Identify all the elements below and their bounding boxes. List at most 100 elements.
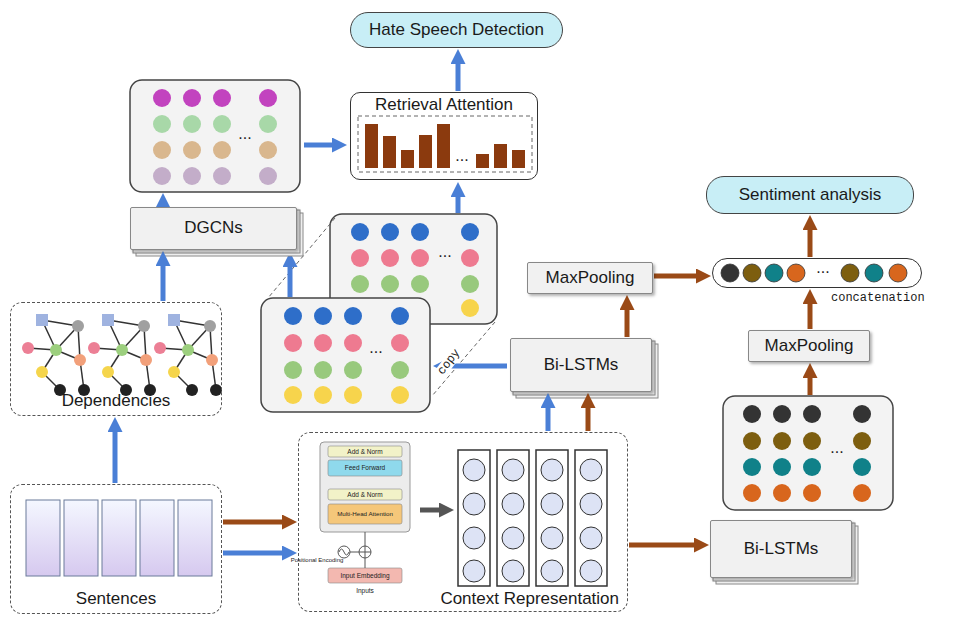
token-vector xyxy=(580,493,602,515)
token-column xyxy=(575,450,607,586)
flow-arrow xyxy=(113,429,118,483)
node-label: Bi-LSTMs xyxy=(544,355,619,375)
vector-dot xyxy=(284,361,302,379)
pooling-box: MaxPooling xyxy=(748,330,870,362)
attention-bar xyxy=(383,136,396,168)
flow-arrow xyxy=(223,520,285,525)
attention-frame xyxy=(358,116,532,172)
dependency-panel: Dependencies xyxy=(10,302,222,416)
vector-dot xyxy=(284,386,302,404)
flow-arrow xyxy=(223,551,285,556)
vector-dot xyxy=(381,249,399,267)
vector-dot xyxy=(314,307,332,325)
node-label: Sentences xyxy=(76,589,156,609)
vector-dot xyxy=(153,89,171,107)
flow-arrow xyxy=(808,227,813,257)
token-vector xyxy=(502,493,524,515)
attention-bar xyxy=(494,144,507,168)
ellipsis: ... xyxy=(238,126,251,142)
flow-arrow xyxy=(161,263,166,301)
vector-dot xyxy=(743,405,761,423)
vector-dot xyxy=(344,386,362,404)
vector-dot xyxy=(259,89,277,107)
flow-arrow xyxy=(420,508,442,513)
vector-dot xyxy=(391,386,409,404)
flow-arrow xyxy=(808,301,813,329)
vector-dot xyxy=(213,115,231,133)
vector-dot xyxy=(259,115,277,133)
token-vector xyxy=(580,527,602,549)
token-vector xyxy=(541,527,563,549)
vector-dot xyxy=(351,275,369,293)
input-panel: Sentences xyxy=(10,484,222,614)
vector-dot xyxy=(391,307,409,325)
vector-dot xyxy=(743,458,761,476)
token-vector xyxy=(541,560,563,582)
vector-dot xyxy=(213,89,231,107)
vector-dot xyxy=(853,484,871,502)
flow-arrow xyxy=(654,274,699,279)
process-box: Bi-LSTMs xyxy=(710,520,852,578)
vector-dot xyxy=(743,484,761,502)
token-column xyxy=(458,450,490,586)
vector-dot xyxy=(351,223,369,241)
vector-dot xyxy=(787,264,805,282)
module-label: Feed Forward xyxy=(345,465,385,472)
vector-dot xyxy=(743,432,761,450)
vector-dot xyxy=(773,432,791,450)
vector-dot xyxy=(259,141,277,159)
node-label: concatenation xyxy=(831,291,925,305)
node-label: Dependencies xyxy=(62,391,171,411)
vector-dot xyxy=(314,386,332,404)
vector-dot xyxy=(153,141,171,159)
attention-bar xyxy=(419,135,432,168)
embedding-matrix xyxy=(261,298,430,412)
attention-bar xyxy=(401,150,414,168)
module-label: Add & Norm xyxy=(347,448,382,455)
context-panel: Context Representation xyxy=(298,432,628,612)
attention-bar xyxy=(437,124,450,168)
vector-dot xyxy=(259,167,277,185)
vector-dot xyxy=(853,432,871,450)
vector-dot xyxy=(381,275,399,293)
output-box: Hate Speech Detection xyxy=(350,12,563,48)
node-label: Hate Speech Detection xyxy=(369,20,544,40)
token-vector xyxy=(502,459,524,481)
pooling-box: MaxPooling xyxy=(527,262,653,294)
flow-arrow xyxy=(625,307,630,337)
vector-dot xyxy=(391,334,409,352)
vector-dot xyxy=(284,334,302,352)
sentence-column xyxy=(140,500,174,576)
flow-arrow xyxy=(456,194,461,213)
ellipsis: ... xyxy=(369,340,382,356)
vector-dot xyxy=(841,264,859,282)
vector-dot xyxy=(344,307,362,325)
token-vector xyxy=(580,560,602,582)
copy-label: copy xyxy=(435,346,463,378)
vector-dot xyxy=(153,115,171,133)
vector-dot xyxy=(765,264,783,282)
flow-arrow xyxy=(546,405,551,431)
node-label: Retrieval Attention xyxy=(375,95,513,115)
vector-dot xyxy=(743,264,761,282)
vector-dot xyxy=(411,275,429,293)
vector-dot xyxy=(803,484,821,502)
dependency-tree xyxy=(154,314,222,396)
vector-dot xyxy=(153,167,171,185)
output-box: Sentiment analysis xyxy=(706,176,914,214)
vector-dot xyxy=(213,167,231,185)
node-label: Bi-LSTMs xyxy=(744,539,819,559)
vector-dot xyxy=(773,405,791,423)
flow-arrow xyxy=(456,61,461,91)
module-label: Inputs xyxy=(356,588,374,595)
token-vector xyxy=(541,493,563,515)
sentence-column xyxy=(64,500,98,576)
embedding-matrix xyxy=(723,396,893,510)
sentence-column xyxy=(178,500,212,576)
module-label: Positional Encoding xyxy=(291,557,344,563)
token-vector xyxy=(463,560,485,582)
vector-dot xyxy=(351,249,369,267)
vector-dot xyxy=(721,264,739,282)
flow-arrow xyxy=(586,405,591,431)
vector-dot xyxy=(183,141,201,159)
